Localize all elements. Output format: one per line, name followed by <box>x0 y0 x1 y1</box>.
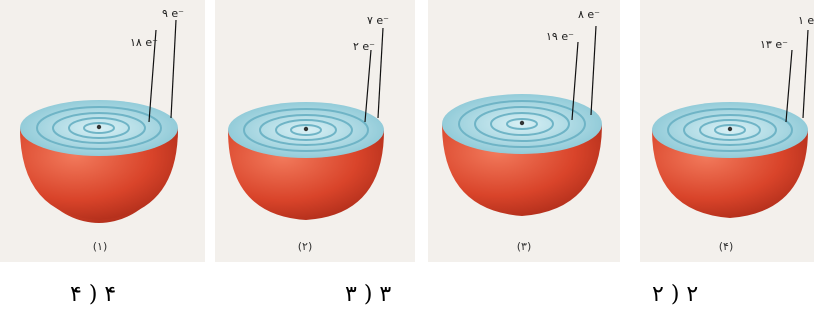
inner-shell-label: ۱۹ e⁻ <box>546 30 574 43</box>
figure-caption: (۳) <box>516 240 532 253</box>
atom-figure-4: ۱ e⁻ ۱۳ e⁻ (۴) <box>640 0 814 262</box>
atom-hemisphere-illustration-1: ۹ e⁻ ۱۸ e⁻ <box>20 7 184 223</box>
outer-shell-label: ۱ e⁻ <box>798 14 814 27</box>
outer-shell-label: ۷ e⁻ <box>367 14 389 27</box>
inner-shell-pointer <box>148 29 157 123</box>
atom-hemisphere-illustration-3: ۸ e⁻ ۱۹ e⁻ <box>442 8 602 216</box>
answer-choice-3[interactable]: ۳ ( ۳ <box>345 282 392 307</box>
outer-shell-label: ۹ e⁻ <box>162 7 184 20</box>
inner-shell-label: ۲ e⁻ <box>353 40 375 53</box>
nucleus <box>303 126 309 132</box>
inner-shell-pointer <box>785 49 793 123</box>
inner-shell-pointer <box>364 49 372 123</box>
inner-shell-pointer <box>571 41 579 121</box>
outer-shell-label: ۸ e⁻ <box>578 8 600 21</box>
atom-figure-3: ۸ e⁻ ۱۹ e⁻ (۳) <box>428 0 620 262</box>
answer-choice-2[interactable]: ۲ ( ۲ <box>652 282 699 307</box>
nucleus <box>519 120 525 126</box>
outer-shell-pointer <box>170 19 177 119</box>
atom-figure-2: ۷ e⁻ ۲ e⁻ (۲) <box>215 0 415 262</box>
atom-hemisphere-illustration-4: ۱ e⁻ ۱۳ e⁻ <box>652 14 814 218</box>
atom-figure-1: ۹ e⁻ ۱۸ e⁻ (۱) <box>0 0 205 262</box>
inner-shell-label: ۱۳ e⁻ <box>760 38 788 51</box>
answer-choice-4[interactable]: ۴ ( ۴ <box>70 282 117 307</box>
nucleus <box>727 126 733 132</box>
figure-caption: (۲) <box>297 240 313 253</box>
figure-caption: (۴) <box>718 240 734 253</box>
nucleus <box>96 124 102 130</box>
outer-shell-pointer <box>590 25 597 116</box>
inner-shell-label: ۱۸ e⁻ <box>130 36 158 49</box>
atom-hemisphere-illustration-2: ۷ e⁻ ۲ e⁻ <box>228 14 389 220</box>
outer-shell-pointer <box>377 27 384 119</box>
figure-caption: (۱) <box>92 240 108 253</box>
outer-shell-pointer <box>802 29 809 119</box>
